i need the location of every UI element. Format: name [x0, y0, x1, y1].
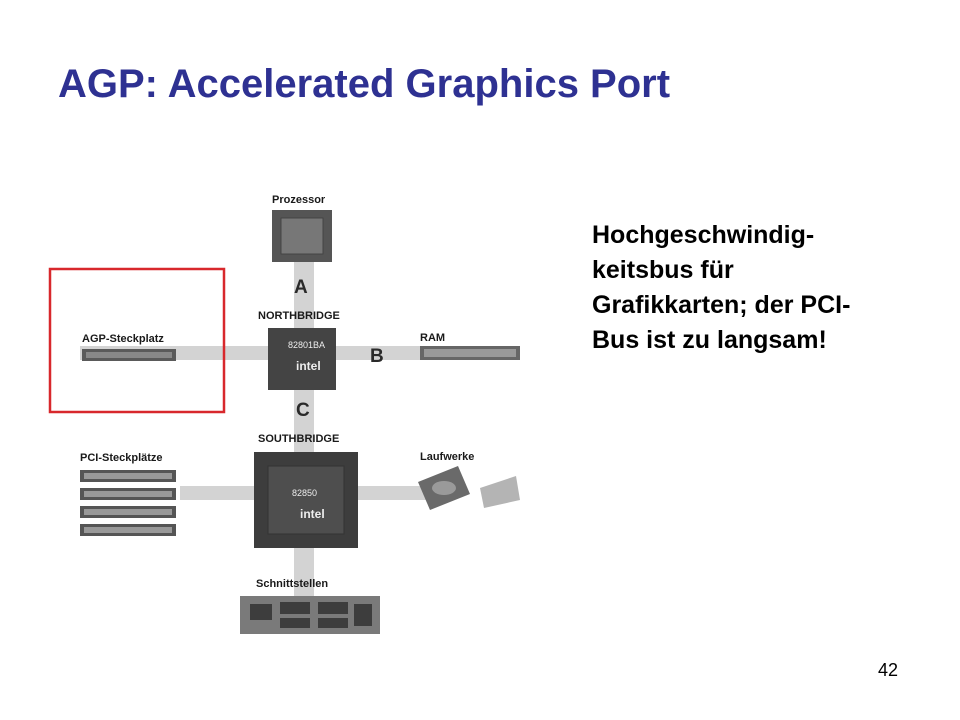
io-port: [280, 618, 310, 628]
slide-title: AGP: Accelerated Graphics Port: [58, 62, 671, 106]
southbridge-chip-id: 82850: [292, 488, 317, 498]
bus-label-b: B: [370, 346, 384, 367]
agp-slot-label: AGP-Steckplatz: [82, 333, 164, 345]
interfaces-label: Schnittstellen: [256, 578, 328, 590]
northbridge-intel-logo: intel: [296, 359, 321, 373]
agp-highlight-box: [48, 267, 226, 414]
ram-label: RAM: [420, 332, 445, 344]
southbridge-intel-logo: intel: [300, 507, 325, 521]
pci-slot-pins: [84, 491, 172, 497]
pci-slot-pins: [84, 509, 172, 515]
io-port: [354, 604, 372, 626]
io-port: [318, 618, 348, 628]
io-port: [280, 602, 310, 614]
description-line: Hochgeschwindig-: [592, 221, 815, 249]
northbridge-chip: [268, 328, 336, 390]
pci-slots-label: PCI-Steckplätze: [80, 452, 163, 464]
northbridge-label: NORTHBRIDGE: [258, 310, 340, 322]
description-line: keitsbus für: [592, 256, 734, 284]
io-port: [318, 602, 348, 614]
page-number: 42: [878, 660, 899, 680]
pci-slots: [80, 470, 176, 536]
agp-slot-pins: [86, 352, 172, 358]
drives-label: Laufwerke: [420, 451, 474, 463]
pci-slot-pins: [84, 473, 172, 479]
ram-chips: [424, 349, 516, 357]
northbridge-chip-id: 82801BA: [288, 340, 325, 350]
processor-core: [280, 217, 324, 255]
bus-label-c: C: [296, 400, 310, 421]
southbridge-label: SOUTHBRIDGE: [258, 433, 339, 445]
bus-label-a: A: [294, 277, 308, 298]
description-line: Bus ist zu langsam!: [592, 326, 827, 354]
hard-drive-platter: [432, 481, 456, 495]
southbridge-core: [267, 465, 345, 535]
pci-slot-pins: [84, 527, 172, 533]
processor-label: Prozessor: [272, 194, 326, 206]
optical-drive-icon: [480, 476, 520, 508]
io-port: [250, 604, 272, 620]
description-line: Grafikkarten; der PCI-: [592, 291, 851, 319]
description-text: Hochgeschwindig- keitsbus für Grafikkart…: [592, 218, 932, 358]
